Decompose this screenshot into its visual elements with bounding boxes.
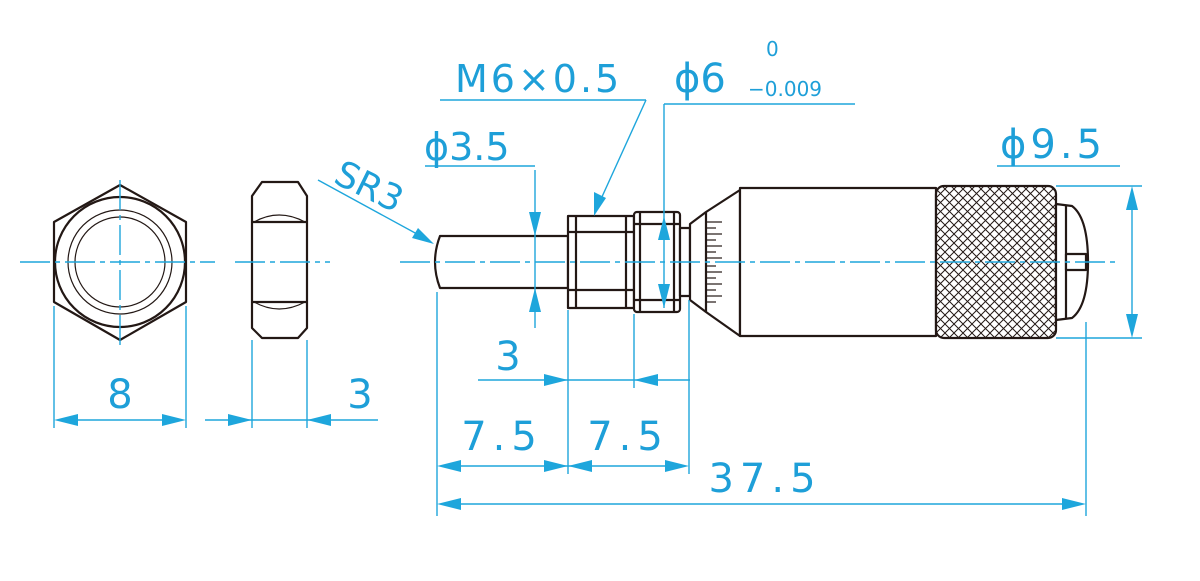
graduated-sleeve xyxy=(688,188,742,338)
label-total-length: 37.5 xyxy=(708,456,821,502)
label-thread: M6×0.5 xyxy=(455,57,622,101)
label-nut-width: 8 xyxy=(107,372,132,418)
label-nut-thickness: 3 xyxy=(347,372,372,418)
label-tol-lower: −0.009 xyxy=(748,77,822,101)
hex-nut-side-view xyxy=(250,180,309,340)
label-tol-upper: 0 xyxy=(766,37,779,61)
label-sleeve-dia: ϕ6 xyxy=(674,56,726,102)
label-spindle-length: 7.5 xyxy=(461,414,543,460)
dimension-lines xyxy=(54,104,1138,510)
extension-lines xyxy=(53,185,1142,516)
label-thimble-dia: ϕ9.5 xyxy=(1000,122,1106,168)
label-spindle-dia: ϕ3.5 xyxy=(424,125,510,169)
label-sleeve-length: 7.5 xyxy=(587,414,669,460)
dimension-texts: 8 3 SR3 ϕ3.5 M6×0.5 ϕ6 0 −0.009 ϕ9.5 3 7… xyxy=(107,37,1106,502)
scale-ticks xyxy=(706,221,722,303)
label-thread-length: 3 xyxy=(495,334,520,380)
label-sr: SR3 xyxy=(328,153,410,221)
leader-lines xyxy=(317,99,1120,244)
center-lines xyxy=(20,180,1120,345)
